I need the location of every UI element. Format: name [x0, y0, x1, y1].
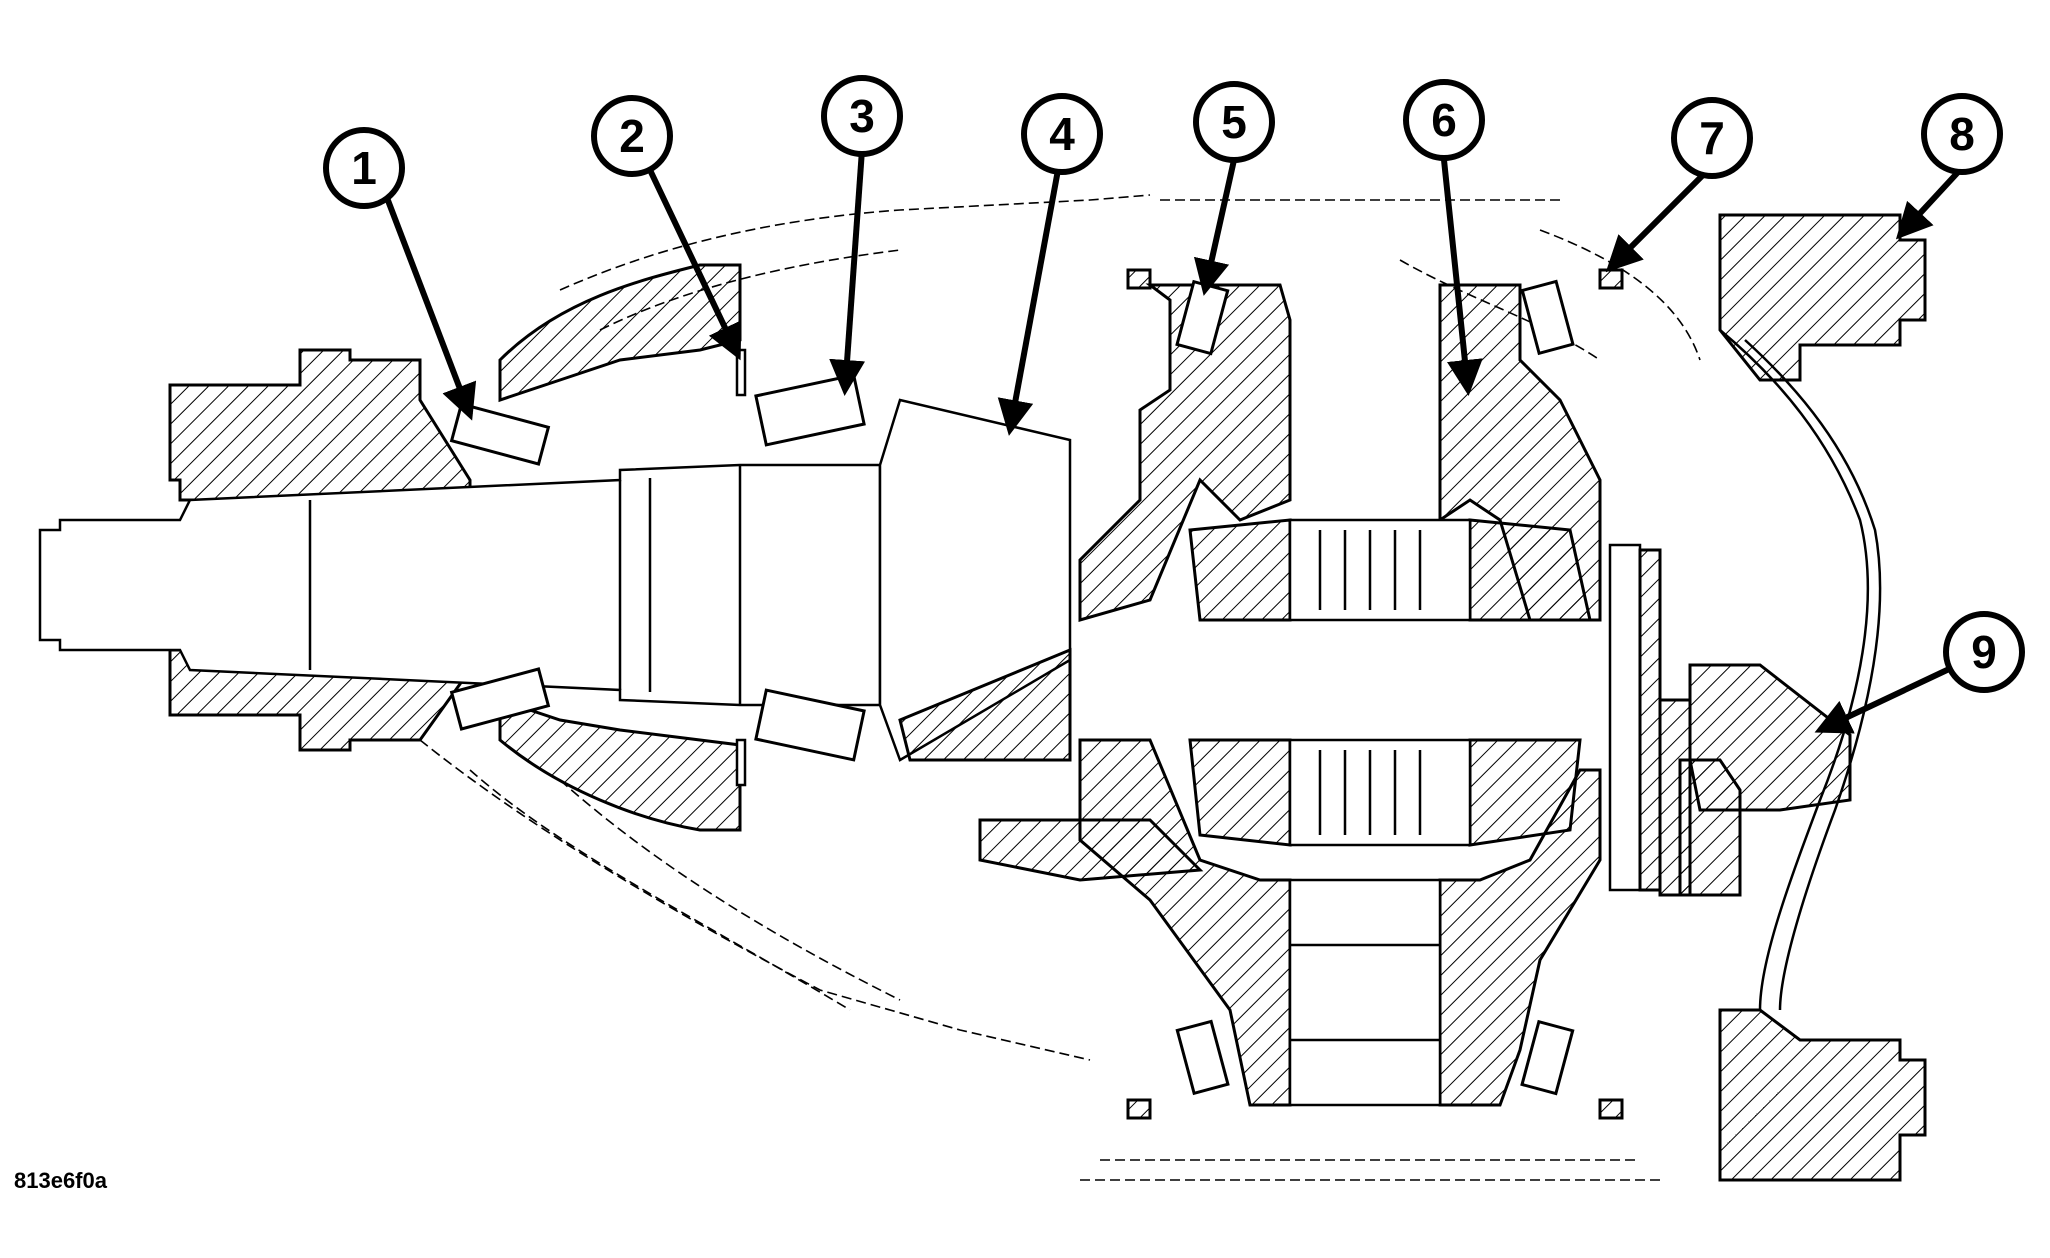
- callout-2: 2: [591, 95, 673, 177]
- callout-1-label: 1: [351, 142, 377, 194]
- callout-4: 4: [1021, 93, 1103, 175]
- leader-2: [647, 168, 742, 361]
- cross-shaft: [1608, 543, 1662, 892]
- callout-9: 9: [1943, 611, 2025, 693]
- callout-1: 1: [323, 127, 405, 209]
- callout-8: 8: [1921, 93, 2003, 175]
- pinion-shaft: [38, 463, 882, 707]
- outer-pinion-bearing: [754, 373, 866, 762]
- leader-1: [381, 188, 477, 421]
- callout-4-label: 4: [1049, 108, 1075, 160]
- callout-8-label: 8: [1949, 108, 1975, 160]
- callout-3: 3: [821, 75, 903, 157]
- bearing-shims: [1126, 268, 1624, 1120]
- pinion-gear: [878, 398, 1072, 762]
- callout-7-label: 7: [1699, 112, 1725, 164]
- axle-flange: [1718, 213, 1927, 1182]
- callout-6: 6: [1403, 79, 1485, 161]
- ring-gear: [1658, 663, 1852, 897]
- figure-id: 813e6f0a: [14, 1168, 107, 1193]
- leader-lines: [381, 149, 1966, 734]
- callout-7: 7: [1671, 97, 1753, 179]
- leader-4: [997, 169, 1061, 436]
- housing-outline: [419, 194, 1701, 1181]
- axle-bore: [978, 818, 1442, 1107]
- callout-9-label: 9: [1971, 626, 1997, 678]
- callout-3-label: 3: [849, 90, 875, 142]
- callout-2-label: 2: [619, 110, 645, 162]
- callout-5: 5: [1193, 81, 1275, 163]
- leader-6: [1441, 159, 1483, 396]
- callout-5-label: 5: [1221, 96, 1247, 148]
- leader-9: [1814, 659, 1966, 734]
- leader-3: [829, 149, 866, 396]
- leader-7: [1605, 167, 1711, 273]
- leader-8: [1895, 167, 1963, 240]
- differential-bearings: [1175, 279, 1575, 1096]
- carrier-housing-left: [498, 263, 742, 832]
- callout-6-label: 6: [1431, 94, 1457, 146]
- side-gears: [1188, 518, 1592, 847]
- leader-5: [1193, 159, 1237, 296]
